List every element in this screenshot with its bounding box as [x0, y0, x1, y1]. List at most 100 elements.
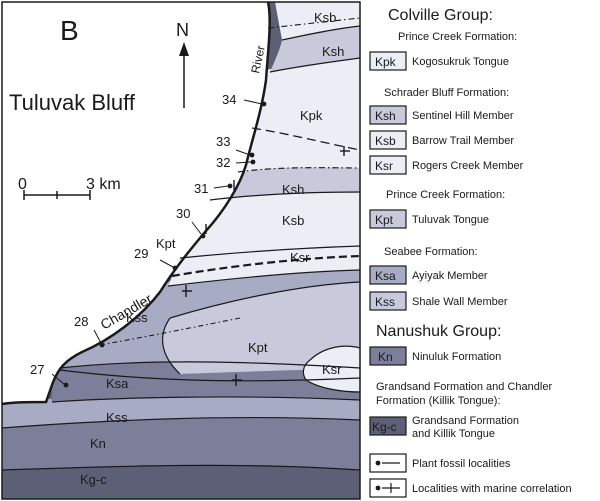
legend-code-ksr: Ksr — [375, 159, 393, 173]
map-panel: B Tuluvak Bluff N 0 3 km River Chandler … — [1, 1, 361, 500]
scale-start-label: 0 — [18, 176, 27, 193]
legend-name-kgc: and Killik Tongue — [412, 428, 495, 440]
locality-point-31 — [227, 183, 233, 189]
legend-swatch-ksa — [369, 265, 407, 285]
unit-label-ksb-mid: Ksb — [282, 213, 304, 228]
unit-label-ksh-top: Ksh — [322, 44, 344, 59]
unit-ksr-inlier-area — [303, 346, 360, 392]
legend-code-kss: Kss — [375, 295, 395, 309]
contact-line — [51, 396, 361, 403]
locality-label: 30 — [176, 206, 190, 221]
contact-line — [209, 191, 361, 201]
legend-code-kgc: Kg-c — [372, 420, 397, 434]
locality-point-29 — [172, 265, 178, 271]
contact-line — [167, 269, 361, 287]
legend-heading-nanushuk: Nanushuk Group: — [376, 323, 501, 340]
locality-label: 27 — [30, 362, 44, 377]
unit-label-kpk: Kpk — [300, 108, 323, 123]
locality-leaders — [51, 99, 263, 385]
legend-name-kpk: Kogosukruk Tongue — [412, 56, 509, 68]
locality-point-28 — [99, 342, 105, 348]
contact-line — [302, 345, 361, 393]
land-west-of-river — [2, 2, 270, 404]
panel-label: B — [60, 15, 79, 46]
legend-swatch-kn — [369, 346, 407, 366]
locality-label: 28 — [74, 314, 88, 329]
north-label: N — [176, 20, 189, 40]
north-arrow-icon — [179, 42, 189, 108]
unit-ksa-area — [52, 360, 360, 402]
map-frame — [1, 1, 361, 500]
legend-name-ksa: Ayiyak Member — [412, 270, 488, 282]
locality-label: 32 — [216, 155, 230, 170]
marine-correlation-symbols — [182, 146, 350, 386]
legend-code-kpt: Kpt — [375, 213, 394, 227]
location-title: Tuluvak Bluff — [9, 90, 136, 115]
legend-code-kpk: Kpk — [375, 55, 397, 69]
unit-kn-area — [2, 415, 360, 470]
contact-line — [269, 57, 361, 73]
legend-swatch-ksh — [369, 105, 407, 125]
legend-heading-colville: Colville Group: — [388, 7, 493, 24]
legend-swatch-kss — [369, 291, 407, 311]
legend-name-ksh: Sentinel Hill Member — [412, 110, 514, 122]
legend-swatch-kgc — [369, 416, 407, 436]
legend-subheading: Prince Creek Formation: — [398, 31, 517, 43]
unit-label-kss-low: Kss — [106, 410, 128, 425]
locality-point-33 — [249, 152, 255, 158]
unit-ksb-top-area — [275, 2, 360, 40]
unit-kpk-area — [240, 58, 360, 172]
locality-label: 34 — [222, 92, 236, 107]
legend-subheading: Grandsand Formation and Chandler — [376, 381, 552, 393]
legend-panel: Colville Group: Prince Creek Formation: … — [369, 7, 572, 498]
unit-kss-lower-area — [2, 395, 360, 428]
locality-label: 33 — [216, 134, 230, 149]
unit-kpt-big-area — [162, 282, 360, 374]
inferred-contact-line — [99, 317, 241, 346]
contact-line — [281, 25, 361, 41]
locality-point-34 — [261, 101, 267, 107]
legend-code-ksb: Ksb — [375, 134, 396, 148]
legend-swatch-ksb — [369, 130, 407, 150]
unit-label-ksb-top: Ksb — [314, 10, 336, 25]
legend-swatch-ksr — [369, 155, 407, 175]
unit-label-kgc: Kg-c — [80, 472, 107, 487]
legend-plant-fossil-label: Plant fossil localities — [412, 458, 511, 470]
inferred-contact-line — [267, 17, 361, 29]
locality-point-30 — [200, 233, 206, 239]
legend-name-ksb: Barrow Trail Member — [412, 135, 514, 147]
legend-code-ksa: Ksa — [375, 269, 396, 283]
unit-label-ksa: Ksa — [106, 376, 129, 391]
legend-subheading: Seabee Formation: — [384, 246, 478, 258]
contact-line — [1, 416, 361, 429]
scale-end-label: 3 km — [86, 176, 121, 193]
contact-line — [179, 245, 361, 259]
plant-fossil-symbol-icon — [369, 453, 407, 473]
locality-labels: 34 33 32 31 30 29 28 27 — [30, 92, 236, 377]
unit-label-kpt-big: Kpt — [248, 340, 268, 355]
unit-labels: Ksb Ksh Kpk Ksh Ksb Ksr Kpt Kss Kpt Ksr … — [80, 10, 344, 487]
contact-line — [162, 317, 181, 375]
legend-name-kss: Shale Wall Member — [412, 296, 508, 308]
unit-label-kn: Kn — [90, 436, 106, 451]
river-shoreline — [1, 1, 271, 406]
locality-points — [63, 101, 267, 388]
unit-label-kpt-small: Kpt — [156, 236, 176, 251]
legend-swatch-kpt — [369, 209, 407, 229]
legend-code-kn: Kn — [378, 350, 393, 364]
unit-label-ksh-mid: Ksh — [282, 182, 304, 197]
marine-correlation-symbol-icon — [369, 478, 407, 498]
scale-bar: 0 3 km — [18, 176, 121, 200]
legend-name-kn: Ninuluk Formation — [412, 351, 501, 363]
river-label: River — [248, 44, 268, 74]
unit-ksr-mid-area — [168, 246, 360, 286]
legend-name-kgc: Grandsand Formation — [412, 415, 519, 427]
locality-label: 29 — [134, 246, 148, 261]
contact-line — [169, 281, 361, 319]
legend-name-ksr: Rogers Creek Member — [412, 160, 524, 172]
contact-line — [1, 464, 361, 471]
legend-swatch-kpk — [369, 51, 407, 71]
marine-correlation-line — [59, 369, 361, 382]
